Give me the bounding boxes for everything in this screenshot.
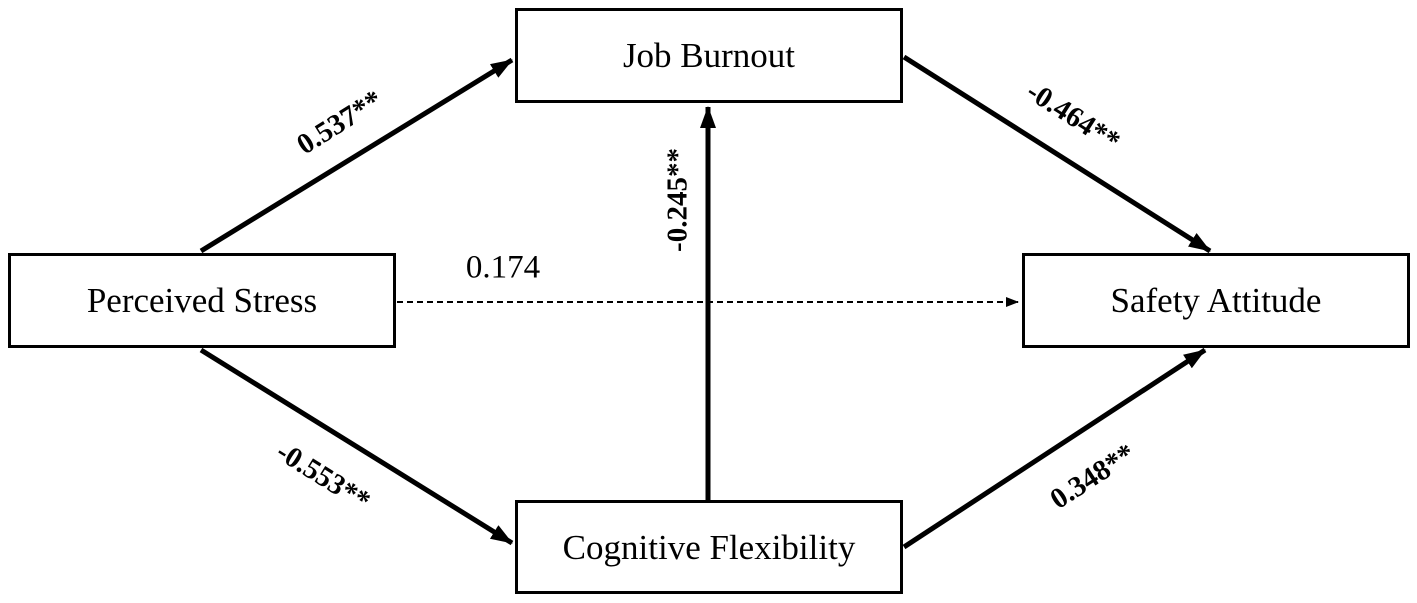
arrow-burnout-to-attitude bbox=[902, 54, 1212, 254]
node-perceived-stress: Perceived Stress bbox=[8, 253, 396, 348]
node-job-burnout-label: Job Burnout bbox=[622, 36, 796, 75]
node-safety-attitude: Safety Attitude bbox=[1022, 253, 1410, 348]
arrow-stress-to-flexibility bbox=[199, 347, 514, 546]
node-cognitive-flexibility-label: Cognitive Flexibility bbox=[562, 527, 856, 567]
coef-stress-to-attitude-direct: 0.174 bbox=[465, 249, 541, 286]
arrow-stress-to-burnout bbox=[199, 57, 514, 254]
arrow-flexibility-to-attitude bbox=[902, 347, 1207, 550]
node-perceived-stress-label: Perceived Stress bbox=[86, 281, 318, 320]
node-safety-attitude-label: Safety Attitude bbox=[1110, 281, 1322, 320]
coef-flexibility-to-burnout: -0.245** bbox=[661, 148, 694, 252]
node-job-burnout: Job Burnout bbox=[515, 8, 903, 103]
node-cognitive-flexibility: Cognitive Flexibility bbox=[515, 500, 903, 594]
